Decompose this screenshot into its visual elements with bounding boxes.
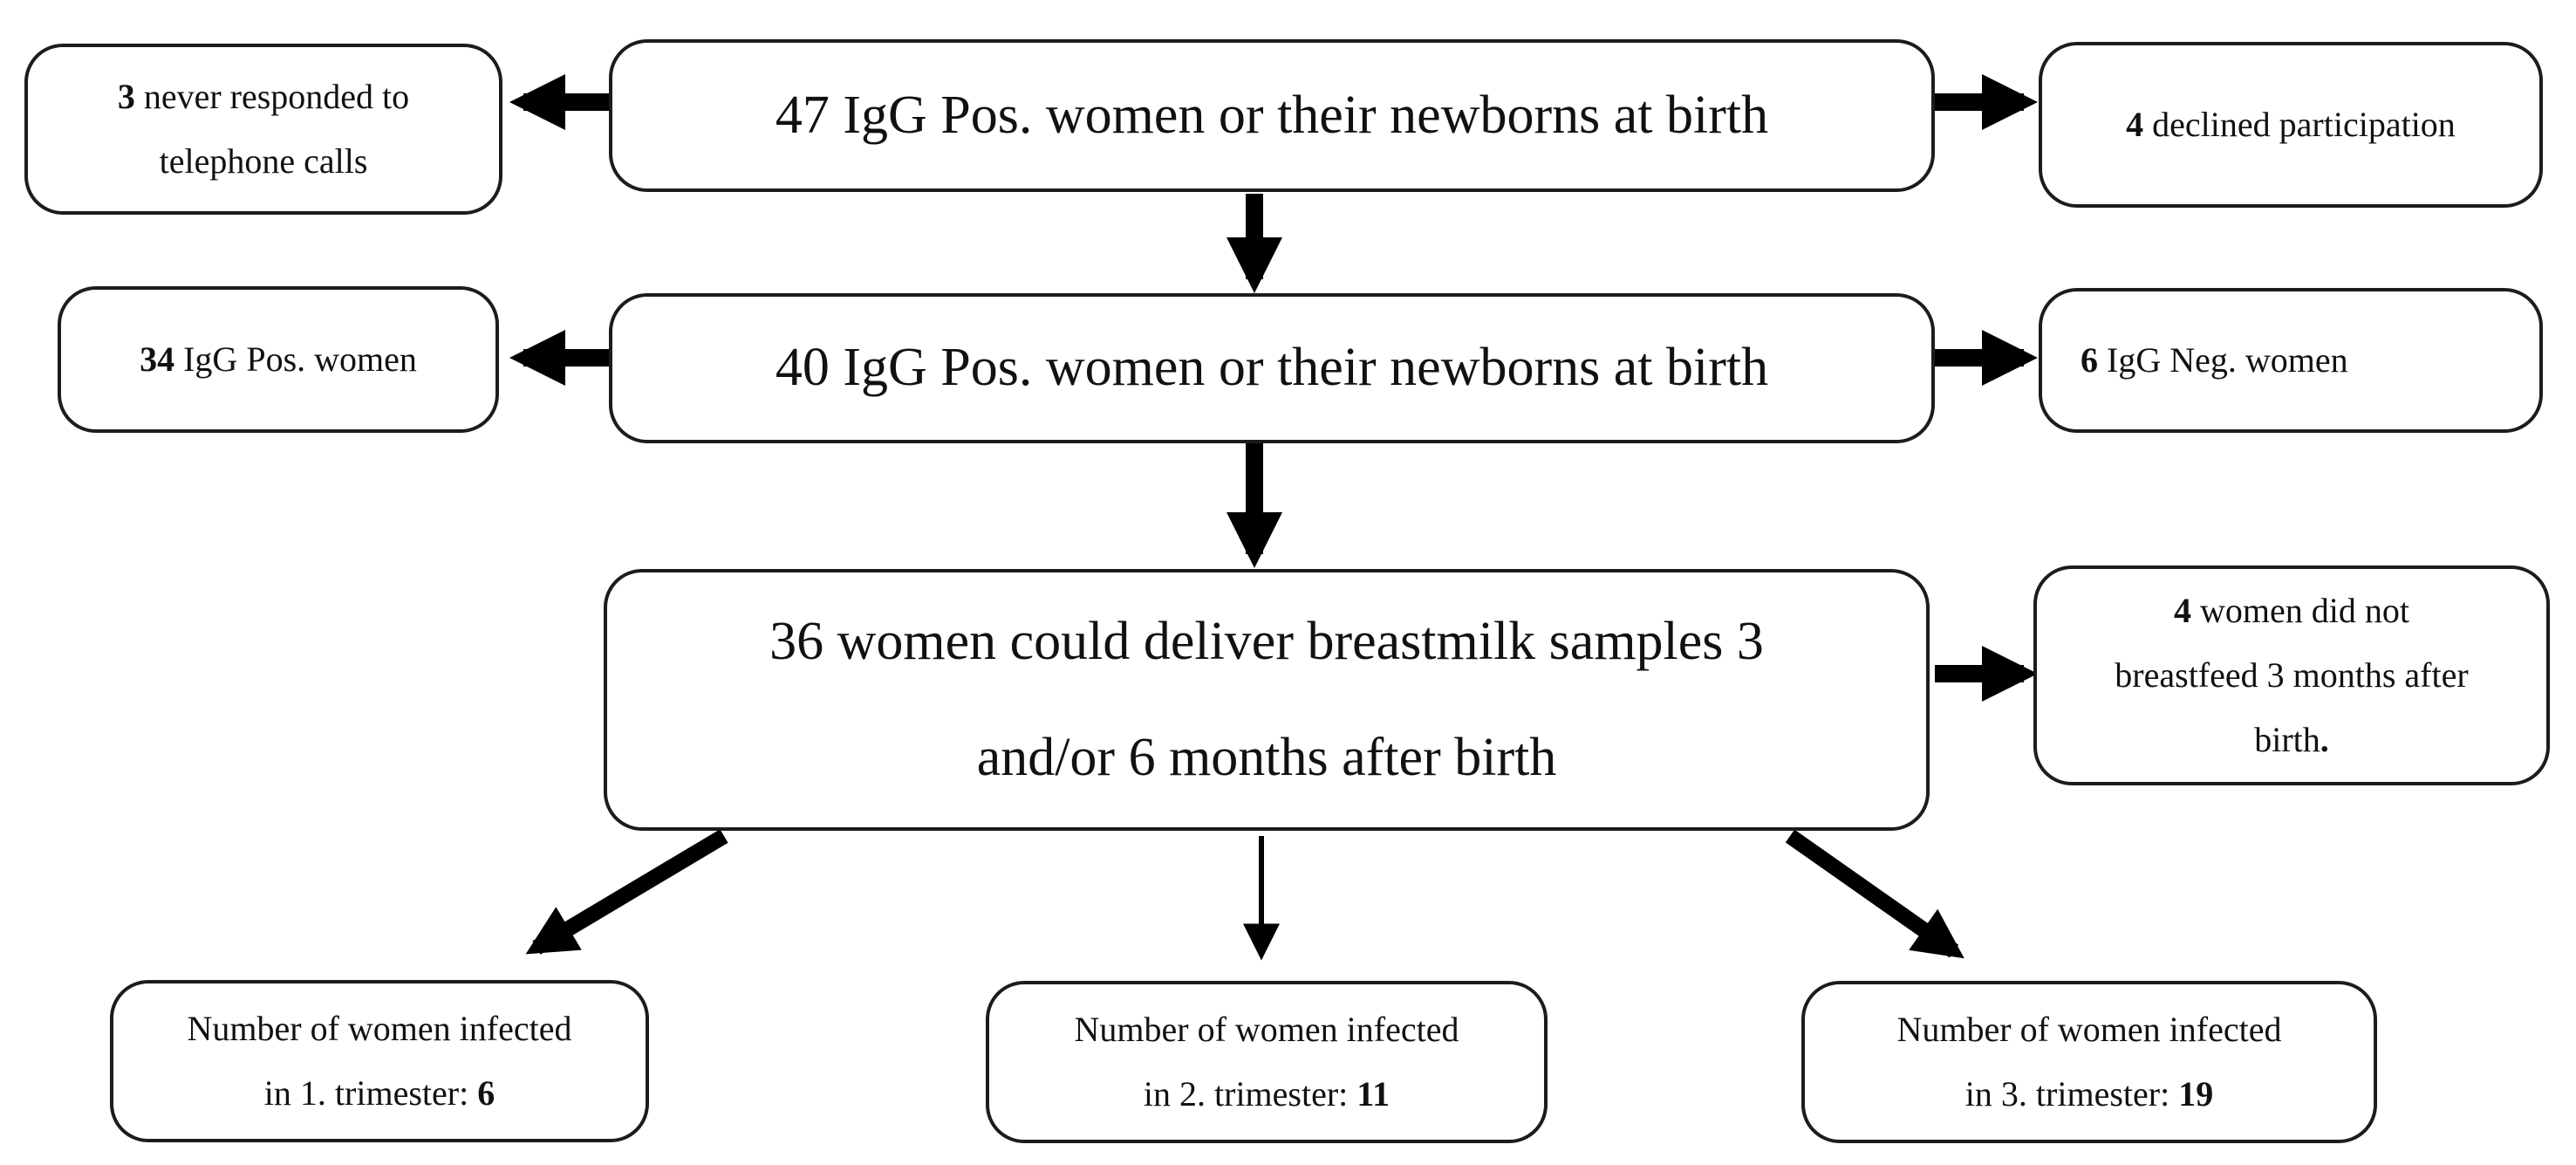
count-trimester-2: 11 xyxy=(1356,1074,1390,1114)
node-text: IgG Neg. women xyxy=(2098,340,2348,380)
node-trimester-3: Number of women infected in 3. trimester… xyxy=(1801,981,2377,1143)
node-text: and/or 6 months after birth xyxy=(976,728,1557,787)
node-text: 40 IgG Pos. women or their newborns at b… xyxy=(775,338,1769,398)
node-text: women did not xyxy=(2191,591,2409,630)
node-text: birth xyxy=(2254,720,2320,759)
count-igg-pos-women: 34 xyxy=(140,339,175,379)
node-text: in 3. trimester: xyxy=(1964,1074,2179,1114)
node-declined-participation: 4 declined participation xyxy=(2039,42,2543,208)
node-text-line: 47 IgG Pos. women or their newborns at b… xyxy=(776,58,1768,174)
node-text-line: Number of women infected xyxy=(188,997,572,1061)
node-igg-pos-40: 40 IgG Pos. women or their newborns at b… xyxy=(609,293,1935,443)
count-no-breastfeed: 4 xyxy=(2174,591,2191,630)
arrow-36-to-trimester1-icon xyxy=(525,829,728,955)
node-text: in 1. trimester: xyxy=(263,1073,478,1113)
count-declined: 4 xyxy=(2126,105,2144,144)
node-did-not-breastfeed-4: 4 women did not breastfeed 3 months afte… xyxy=(2033,565,2550,785)
node-text: in 2. trimester: xyxy=(1143,1074,1357,1114)
node-text: . xyxy=(2320,720,2329,759)
node-text-line: in 1. trimester: 6 xyxy=(264,1061,495,1126)
node-text-line: in 3. trimester: 19 xyxy=(1965,1062,2213,1127)
node-never-responded: 3 never responded to telephone calls xyxy=(24,44,502,215)
node-text-line: Number of women infected xyxy=(1897,997,2282,1062)
node-igg-pos-women-34: 34 IgG Pos. women xyxy=(58,286,499,433)
node-text: Number of women infected xyxy=(1896,1010,2282,1049)
node-text: declined participation xyxy=(2143,105,2456,144)
node-igg-neg-women-6: 6 IgG Neg. women xyxy=(2039,288,2543,433)
node-text-line: 3 never responded to xyxy=(118,65,409,129)
node-text-line: breastfeed 3 months after xyxy=(2115,643,2468,708)
node-text-line: 6 IgG Neg. women xyxy=(2081,328,2348,393)
node-text-line: Number of women infected xyxy=(1075,997,1459,1062)
node-text-line: 40 IgG Pos. women or their newborns at b… xyxy=(776,310,1768,426)
node-text-line: birth. xyxy=(2254,708,2329,772)
count-igg-neg-women: 6 xyxy=(2081,340,2098,380)
node-text: IgG Pos. women xyxy=(174,339,417,379)
node-text: telephone calls xyxy=(159,141,368,181)
node-text: 47 IgG Pos. women or their newborns at b… xyxy=(775,85,1769,145)
node-text-line: 4 women did not xyxy=(2174,579,2409,643)
node-text: Number of women infected xyxy=(187,1009,572,1048)
count-never-responded: 3 xyxy=(117,77,135,116)
node-igg-pos-47: 47 IgG Pos. women or their newborns at b… xyxy=(609,39,1935,192)
node-text: never responded to xyxy=(134,77,410,116)
count-trimester-1: 6 xyxy=(477,1073,495,1113)
node-text-line: 36 women could deliver breastmilk sample… xyxy=(769,584,1764,700)
node-text-line: telephone calls xyxy=(160,129,368,194)
node-text: breastfeed 3 months after xyxy=(2115,655,2469,695)
node-trimester-2: Number of women infected in 2. trimester… xyxy=(986,981,1548,1143)
node-text-line: 34 IgG Pos. women xyxy=(140,327,417,392)
count-trimester-3: 19 xyxy=(2178,1074,2214,1114)
node-text: Number of women infected xyxy=(1074,1010,1459,1049)
node-text-line: and/or 6 months after birth xyxy=(977,700,1557,816)
node-text-line: in 2. trimester: 11 xyxy=(1144,1062,1390,1127)
arrow-36-to-trimester3-icon xyxy=(1785,829,1964,959)
node-breastmilk-samples-36: 36 women could deliver breastmilk sample… xyxy=(604,569,1930,831)
node-trimester-1: Number of women infected in 1. trimester… xyxy=(110,980,649,1142)
node-text: 36 women could deliver breastmilk sample… xyxy=(769,611,1764,671)
node-text-line: 4 declined participation xyxy=(2126,93,2456,157)
